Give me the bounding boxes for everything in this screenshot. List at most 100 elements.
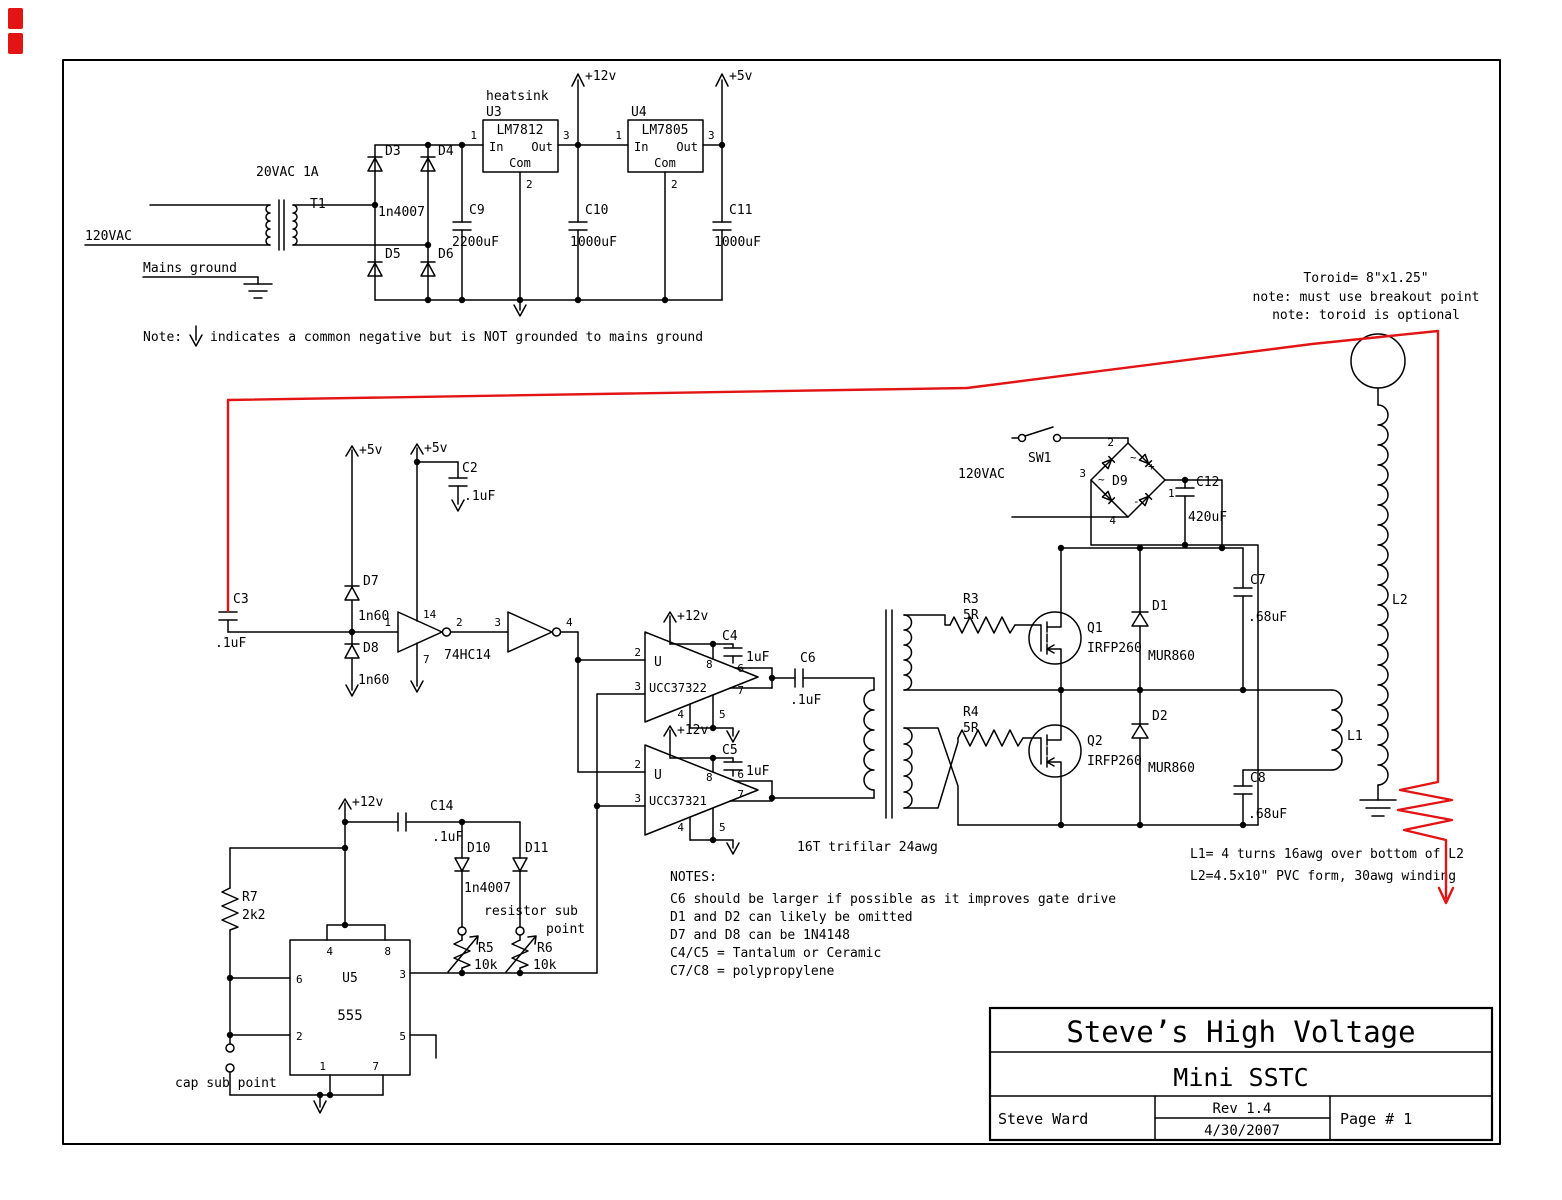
antenna-feedback-wire (226, 329, 1455, 905)
rail-12v-ucc1: +12v (663, 609, 734, 645)
u5-pin1: 1 (319, 1060, 326, 1073)
timer-rail-12v: +12v (352, 795, 383, 810)
d10-ref: D10 (467, 841, 490, 856)
cap-c14: C14 .1uF (344, 799, 521, 845)
d10-d11-part: 1n4007 (464, 881, 511, 896)
cap-sub-point: cap sub point (175, 1043, 277, 1096)
d9-pin3: 3 (1079, 467, 1086, 480)
coil-l1: L1 (1242, 689, 1363, 771)
notes-title: NOTES: (670, 870, 717, 885)
rail-arrow-12v: +12v (571, 69, 616, 146)
u4-ref: U4 (631, 105, 647, 120)
inv-pin14: 14 (423, 608, 437, 621)
cap-c3: C3 .1uF (215, 592, 399, 651)
rail-5v-b: +5v (424, 441, 448, 456)
diode-d10: D10 (454, 821, 490, 941)
cap-sub-label: cap sub point (175, 1076, 277, 1091)
u5-pin5: 5 (399, 1030, 406, 1043)
inv-pin7: 7 (423, 653, 430, 666)
cap-c6: C6 .1uF (790, 651, 875, 708)
coil-notes: L1= 4 turns 16awg over bottom of L2 L2=4… (1190, 847, 1464, 884)
title-block: Steve’s High Voltage Mini SSTC Steve War… (988, 1006, 1494, 1142)
heatsink-label: heatsink (486, 89, 549, 104)
d9-pin2: 2 (1107, 436, 1114, 449)
c3-ref: C3 (233, 592, 249, 607)
ucc2-pin5: 5 (719, 821, 726, 834)
c7-value: .68uF (1248, 610, 1287, 625)
c2-value: .1uF (464, 489, 495, 504)
notes-block: NOTES: C6 should be larger if possible a… (670, 870, 1116, 979)
ucc2-pin6: 6 (737, 768, 744, 781)
ucc1-pin3: 3 (634, 680, 641, 693)
l2-label: L2 (1392, 593, 1408, 608)
u3-pin-com: Com (509, 156, 531, 170)
inv-pin4: 4 (566, 616, 573, 629)
u5-part: 555 (337, 1008, 362, 1024)
c14-value: .1uF (432, 830, 463, 845)
ucc1-u: U (654, 655, 662, 670)
d6-label: D6 (438, 247, 454, 262)
c4-ref: C4 (722, 629, 738, 644)
mains-input-label: 120VAC (85, 229, 132, 244)
ucc1-pin5: 5 (719, 708, 726, 721)
toroid-note-3: note: toroid is optional (1272, 308, 1460, 323)
cap-c4: C4 1uF (722, 629, 770, 665)
d2-part: MUR860 (1148, 761, 1195, 776)
u5-pin3: 3 (399, 968, 406, 981)
u5-pin8: 8 (384, 945, 391, 958)
ucc2-pin2: 2 (634, 758, 641, 771)
d1-part: MUR860 (1148, 649, 1195, 664)
rail-arrow-5v: +5v (715, 69, 753, 146)
r5-value: 10k (474, 958, 498, 973)
driver-ucc37321: U UCC37321 2 3 8 6 7 4 5 (634, 744, 875, 855)
bridge-d9: D9 ~ ~ + - 2 3 1 4 (1079, 436, 1174, 527)
xfmr-ref-label: T1 (310, 197, 326, 212)
d9-ac-mark-1: ~ (1130, 451, 1137, 464)
d9-pin4: 4 (1109, 514, 1116, 527)
note-line-1: C6 should be larger if possible as it im… (670, 892, 1116, 907)
rail-5v-logic: +5v (410, 441, 459, 622)
u3-pin-out: Out (531, 140, 553, 154)
q2-ref: Q2 (1087, 734, 1103, 749)
rail-5v-label: +5v (729, 69, 753, 84)
bridge-d3-d6: D3 D4 D5 D6 1n4007 (367, 144, 454, 301)
cap-c12: C12 420uF (1090, 475, 1259, 826)
common-negative-note: Note: indicates a common negative but is… (143, 325, 703, 347)
r5-ref: R5 (478, 941, 494, 956)
ucc1-pin2: 2 (634, 646, 641, 659)
junction-dots (226, 141, 1247, 1099)
cap-c7: C7 .68uF (1233, 547, 1287, 691)
page-label: Page # 1 (1340, 1110, 1412, 1128)
d9-label: D9 (1112, 474, 1128, 489)
cap-c11: C11 1000uF (712, 144, 761, 301)
signal-chain-wires (577, 631, 646, 974)
u4-pin2: 2 (671, 178, 678, 191)
page-border (62, 59, 1501, 1145)
psu-section: 120VAC 20VAC 1A T1 Mains ground D3 D4 D5… (84, 69, 761, 347)
u3-pin1: 1 (470, 129, 477, 142)
trimmer-r6: R6 10k (505, 935, 557, 974)
power-section: 120VAC SW1 D9 ~ ~ + - 2 3 1 4 (903, 333, 1464, 884)
rev-label: Rev 1.4 (1212, 1101, 1271, 1117)
cap-c5: C5 1uF (722, 743, 770, 779)
u5-pin7: 7 (372, 1060, 379, 1073)
sw1-label: SW1 (1028, 451, 1051, 466)
u4-pin-in: In (634, 140, 648, 154)
hv-input-label: 120VAC (958, 467, 1005, 482)
r7-ref: R7 (242, 890, 258, 905)
coil-l2-secondary: L2 (1350, 333, 1408, 817)
q2-part: IRFP260 (1087, 754, 1142, 769)
mosfet-q1: Q1 IRFP260 (1028, 547, 1142, 691)
q1-ref: Q1 (1087, 621, 1103, 636)
u4-pin3: 3 (708, 129, 715, 142)
note-line-4: C4/C5 = Tantalum or Ceramic (670, 946, 881, 961)
d8-part: 1n60 (358, 673, 389, 688)
xfmr-rating-label: 20VAC 1A (256, 165, 319, 180)
ucc1-pin8: 8 (706, 658, 713, 671)
c3-value: .1uF (215, 636, 246, 651)
diode-d8: D8 1n60 (344, 631, 389, 697)
rail-12v-ucc2: +12v (663, 723, 734, 759)
c10-ref: C10 (585, 203, 608, 218)
c7-ref: C7 (1250, 573, 1266, 588)
ucc2-pin4: 4 (677, 821, 684, 834)
